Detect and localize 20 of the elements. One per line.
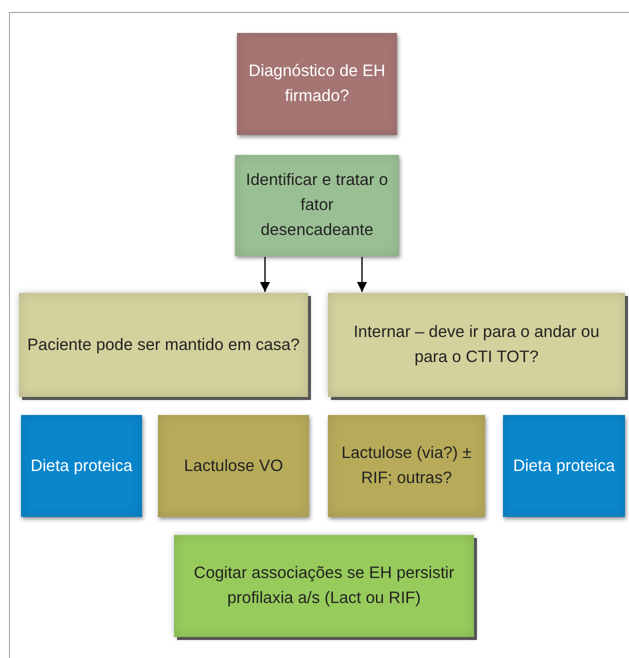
box-text: Internar – deve ir para o andar ou para o CTI TOT? (352, 322, 600, 368)
process-box (328, 415, 485, 517)
arrow (357, 257, 367, 292)
process-box (21, 415, 142, 517)
decision-box (19, 293, 308, 397)
box-text: Paciente pode ser mantido em casa? (27, 334, 300, 356)
box-text: Lactulose (via?) ± RIF; outras? (340, 443, 473, 489)
arrow (260, 257, 270, 292)
process-box (235, 155, 399, 256)
box-text: Dieta proteica (513, 456, 615, 477)
process-box (174, 535, 474, 637)
decision-box (237, 33, 397, 135)
process-box (158, 415, 309, 517)
box-text: Identificar e tratar o fator desencadeante (244, 170, 390, 241)
process-box (503, 415, 625, 517)
box-text: Lactulose VO (184, 456, 284, 477)
box-text: Dieta proteica (30, 456, 132, 477)
decision-box (328, 293, 625, 397)
box-text: Diagnóstico de EH firmado? (248, 61, 386, 107)
box-text: Cogitar associações se EH persistir profilaxia a/s (Lact ou RIF) (192, 563, 456, 609)
